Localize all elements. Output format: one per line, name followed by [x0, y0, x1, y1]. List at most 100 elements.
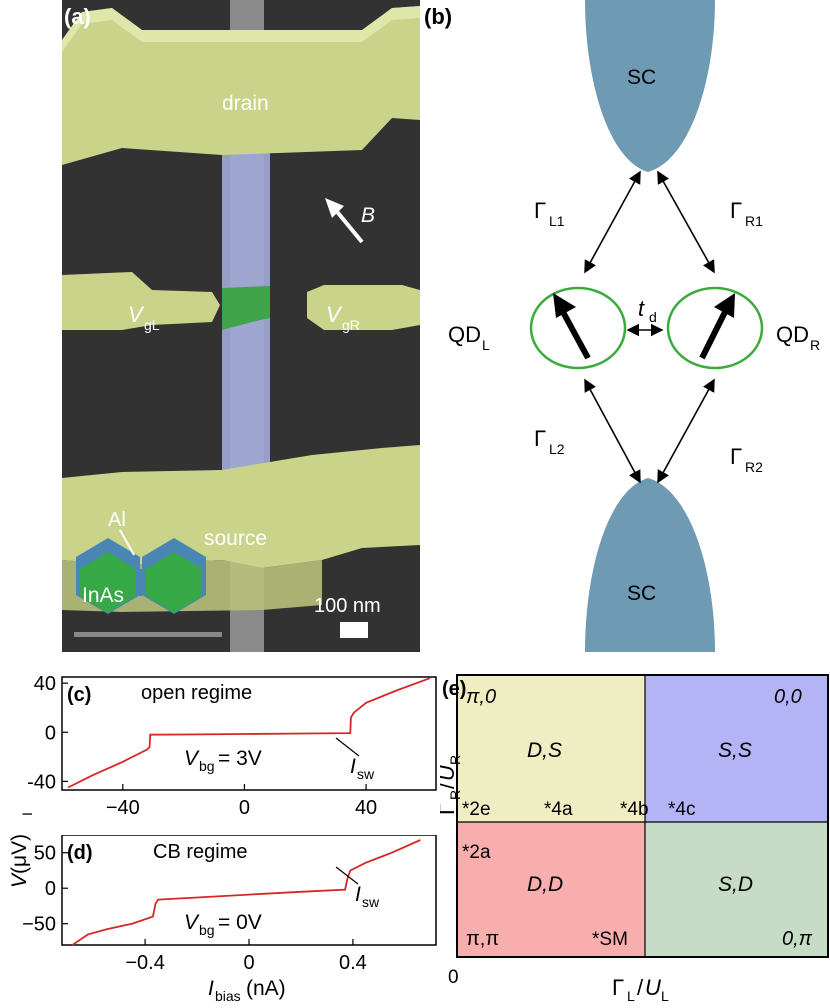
schematic-panel: (b) SC SC Γ L1 Γ R1 Γ L2 Γ R2 t d QD L [420, 0, 830, 652]
chart-d-y-tick-label: −50 [22, 914, 56, 936]
region-ds-name: D,S [527, 739, 562, 762]
sem-image-panel: (a) drain source B V gL V gR Al InAs 100… [62, 0, 420, 652]
chart-d-y-tick-label: 50 [34, 843, 56, 865]
vgl-label: V [128, 302, 145, 327]
chart-d-isw-subscript: sw [362, 894, 380, 910]
sc-top-lead [585, 0, 715, 172]
td-subscript: d [649, 309, 657, 325]
xlabel-u-sub: L [661, 988, 669, 1003]
ylabel-gamma-sub: R [447, 790, 463, 800]
chart-c-frame [61, 676, 437, 791]
vgr-label: V [326, 302, 343, 327]
right-gate [307, 285, 420, 330]
region-ds [457, 675, 645, 822]
region-ss [645, 675, 828, 822]
xlabel-u: U [645, 975, 661, 1000]
marker-4b: *4b [620, 799, 649, 820]
chart-c-y-tick-label: 40 [34, 673, 56, 695]
chart-c-y-tick-label: -40 [27, 771, 56, 793]
gamma-r1-symbol: Γ [730, 198, 742, 223]
marker-2e: *2e [462, 799, 491, 820]
chart-c-title: open regime [141, 682, 252, 704]
chart-c-x-tick-label: 40 [355, 797, 377, 819]
inset-substrate [74, 632, 222, 637]
region-ss-corner: 0,0 [774, 686, 802, 708]
chart-c-vbg-subscript: bg [199, 758, 215, 774]
origin-label: 0 [448, 967, 459, 988]
ylabel-u-sub: R [447, 755, 463, 765]
inas-hexagon-right [146, 552, 202, 613]
shared-ylabel-subscript: I [19, 812, 35, 816]
gamma-l2-subscript: L2 [549, 441, 565, 457]
region-ss-name: S,S [718, 739, 752, 762]
sc-bottom-label: SC [627, 582, 656, 605]
double-dot-schematic: (b) SC SC Γ L1 Γ R1 Γ L2 Γ R2 t d QD L [424, 0, 820, 652]
wire-cross-section-inset [74, 529, 222, 637]
left-dot [529, 286, 627, 370]
region-sd [645, 822, 828, 957]
chart-d-isw-pointer [335, 866, 359, 885]
sc-bottom-lead [585, 478, 715, 652]
chart-c-vbg-value: = 3V [218, 747, 262, 770]
source-label: source [204, 527, 267, 550]
chart-c-x-tick-label: 0 [239, 797, 250, 819]
chart-d-x-tick-label: −0.4 [125, 952, 164, 974]
right-dot [666, 286, 764, 370]
panel-c-label: (c) [67, 684, 91, 706]
td-symbol: t [638, 296, 645, 321]
marker-4a: *4a [544, 799, 573, 820]
drain-label: drain [222, 92, 269, 115]
b-field-label: B [361, 204, 375, 227]
chart-d-x-tick-label: 0.4 [339, 952, 367, 974]
drain-lead [62, 6, 420, 165]
chart-c-x-tick-label: −40 [106, 797, 140, 819]
chart-d-xlabel-symbol: I [208, 977, 214, 1000]
phase-diagram-panel: (e) π,0 0,0 π,π 0,π D,S S,S D,D S,D *2e … [434, 665, 830, 1004]
gamma-l1-subscript: L1 [549, 213, 565, 229]
iv-chart-open-regime: −40 0 40 40 0 -40 (c) open regime V bg = 3V I… [0, 665, 440, 835]
chart-c-y-tick-label: 0 [45, 722, 56, 744]
xlabel-slash: / [637, 975, 644, 1000]
region-sd-corner: 0,π [782, 928, 813, 950]
chart-d-series-line [71, 839, 421, 946]
gamma-l1-arrow [584, 170, 641, 274]
panel-d-label: (d) [67, 842, 93, 864]
right-spin-arrow [699, 310, 728, 360]
chart-d-title: CB regime [153, 841, 247, 863]
marker-sm: *SM [592, 929, 628, 950]
region-ds-corner: π,0 [466, 686, 496, 708]
shared-y-axis-label: V (μV) I [8, 812, 35, 888]
panel-b-label: (b) [424, 4, 452, 29]
chart-d-isw-symbol: I [355, 883, 361, 906]
phase-diagram: (e) π,0 0,0 π,π 0,π D,S S,S D,D S,D *2e … [434, 674, 829, 1004]
region-dd-name: D,D [527, 873, 563, 896]
source-lead [62, 445, 420, 568]
b-field-arrow [332, 206, 364, 244]
chart-c-isw-symbol: I [350, 755, 356, 778]
inas-label: InAs [82, 584, 124, 607]
chart-c-isw-subscript: sw [357, 766, 375, 782]
gamma-l1-symbol: Γ [534, 198, 546, 223]
chart-d-y-tick-label: 0 [45, 878, 56, 900]
gamma-l2-arrow [584, 378, 641, 484]
qdr-subscript: R [810, 337, 820, 353]
sem-device-image: (a) drain source B V gL V gR Al InAs 100… [62, 0, 420, 652]
chart-c-isw-pointer [335, 737, 360, 757]
panel-e-label: (e) [442, 678, 466, 700]
qdl-subscript: L [482, 337, 490, 353]
gamma-r1-arrow [657, 170, 715, 274]
region-dd-corner: π,π [466, 928, 499, 950]
vgl-subscript: gL [144, 317, 160, 333]
chart-c-vbg-symbol: V [184, 747, 200, 770]
gamma-r2-arrow [657, 378, 715, 484]
scale-bar-label: 100 nm [314, 595, 381, 617]
chart-d-xlabel-subscript: bias [215, 988, 241, 1003]
left-gate [62, 272, 220, 330]
region-dd [457, 822, 645, 957]
ylabel-u: U [440, 765, 459, 781]
vgr-subscript: gR [342, 317, 360, 333]
dot-region [222, 286, 270, 330]
chart-d-vbg-value: = 0V [218, 911, 262, 934]
gamma-r2-subscript: R2 [745, 459, 763, 475]
inas-hexagon-left [80, 552, 136, 613]
